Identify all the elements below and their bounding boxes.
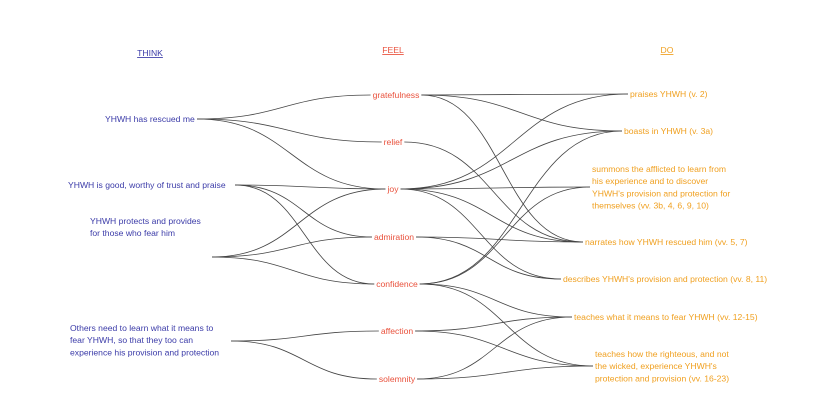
think-node-others: experience his provision and protection (70, 347, 219, 357)
do-node-teachrighteous: the wicked, experience YHWH's (595, 361, 717, 371)
edge-joy-summons (400, 186, 591, 190)
edge-joy-describes (400, 188, 562, 280)
feel-node-joy: joy (387, 184, 400, 194)
header-think: THINK (137, 48, 163, 58)
do-node-summons: his experience and to discover (592, 176, 708, 186)
edge-gratefulness-boasts (421, 94, 623, 132)
edge-solemnity-teachrighteous (417, 365, 594, 380)
edge-rescued-relief (196, 118, 382, 143)
feel-node-affection: affection (381, 326, 414, 336)
edge-confidence-boasts (419, 130, 623, 285)
edge-others-solemnity (230, 340, 377, 380)
think-node-protects: YHWH protects and provides (90, 216, 201, 226)
edge-protects-admiration (211, 236, 372, 258)
think-node-rescued: YHWH has rescued me (105, 114, 195, 124)
feel-node-solemnity: solemnity (379, 374, 416, 384)
edge-joy-boasts (400, 130, 623, 190)
do-node-summons: YHWH's provision and protection for (592, 188, 730, 198)
do-node-teachrighteous: teaches how the righteous, and not (595, 349, 729, 359)
do-node-boasts: boasts in YHWH (v. 3a) (624, 126, 713, 136)
do-node-teachfear: teaches what it means to fear YHWH (vv. … (574, 312, 758, 322)
edge-joy-narrates (400, 188, 584, 243)
think-node-others: fear YHWH, so that they too can (70, 335, 193, 345)
edge-rescued-joy (196, 118, 386, 190)
do-node-summons: themselves (vv. 3b, 4, 6, 9, 10) (592, 201, 709, 211)
edge-good-admiration (234, 184, 372, 238)
edge-gratefulness-praises (421, 93, 629, 96)
think-node-protects: for those who fear him (90, 228, 175, 238)
edge-solemnity-teachfear (417, 316, 573, 380)
feel-node-gratefulness: gratefulness (373, 90, 420, 100)
do-node-summons: summons the afflicted to learn from (592, 164, 726, 174)
do-node-praises: praises YHWH (v. 2) (630, 89, 708, 99)
edge-admiration-narrates (416, 236, 584, 243)
do-node-teachrighteous: protection and provision (vv. 16-23) (595, 373, 729, 383)
edge-admiration-describes (416, 236, 562, 280)
edge-confidence-teachfear (419, 283, 573, 318)
edge-good-confidence (234, 184, 375, 285)
do-node-narrates: narrates how YHWH rescued him (vv. 5, 7) (585, 237, 748, 247)
header-feel: FEEL (382, 45, 404, 55)
edge-joy-praises (400, 93, 629, 190)
edge-rescued-gratefulness (196, 94, 371, 120)
edge-affection-teachfear (415, 316, 573, 332)
edges (196, 93, 629, 380)
edge-protects-confidence (211, 256, 375, 285)
do-node-describes: describes YHWH's provision and protectio… (563, 274, 767, 284)
think-node-others: Others need to learn what it means to (70, 323, 214, 333)
think-node-good: YHWH is good, worthy of trust and praise (68, 180, 226, 190)
edge-relief-narrates (404, 141, 584, 243)
edge-gratefulness-narrates (421, 94, 584, 243)
feel-node-confidence: confidence (376, 279, 418, 289)
edge-confidence-summons (419, 186, 591, 285)
edge-good-joy (234, 184, 386, 190)
feel-node-relief: relief (384, 137, 403, 147)
feel-node-admiration: admiration (374, 232, 414, 242)
header-do: DO (661, 45, 674, 55)
edge-protects-joy (211, 188, 386, 258)
edge-others-affection (230, 330, 379, 342)
edge-affection-teachrighteous (415, 330, 594, 367)
edge-confidence-teachrighteous (419, 283, 594, 367)
